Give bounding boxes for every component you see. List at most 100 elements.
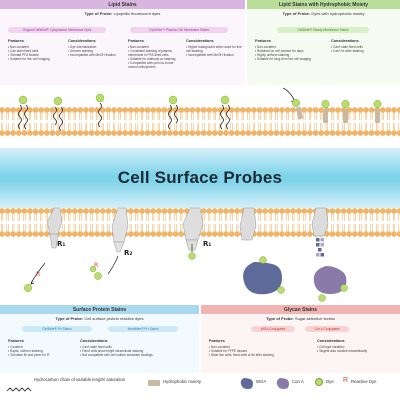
- lipid-head: [0, 208, 5, 214]
- lipid-tail: [258, 214, 261, 221]
- lipid-tail: [381, 113, 384, 120]
- lipid-head: [223, 130, 229, 136]
- lipid-tail: [135, 224, 138, 231]
- lipid-tail: [398, 224, 400, 231]
- lipid-head: [212, 208, 218, 214]
- lipid-tail: [286, 224, 289, 231]
- lipid-tail: [252, 113, 256, 120]
- lipid-head: [32, 107, 39, 113]
- lipid-head: [72, 231, 78, 237]
- lipid-tail: [320, 113, 323, 120]
- r1-label: R₁: [57, 240, 65, 248]
- lipid-head: [380, 231, 386, 237]
- lipid-head: [391, 130, 397, 136]
- lipid-tail: [140, 123, 144, 130]
- lipid-tail: [0, 123, 4, 130]
- lipid-head: [307, 130, 313, 136]
- lipid-head: [301, 231, 308, 237]
- lipid-left-features-list: Non-covalent Can stain fixed cells Toler…: [8, 45, 64, 61]
- lipid-tail: [398, 123, 400, 130]
- surface-protein-title: Surface Protein Stains: [72, 306, 127, 313]
- lipid-tail: [45, 214, 48, 221]
- lipid-tail: [230, 123, 233, 130]
- lipid-tail: [45, 113, 48, 120]
- lipid-head: [44, 130, 50, 136]
- lipid-head: [290, 208, 296, 214]
- lipid-tail: [68, 123, 71, 130]
- lipid-tail: [96, 113, 99, 120]
- lipid-tail: [387, 123, 390, 130]
- dye-icon: [315, 378, 323, 386]
- lipid-tail: [359, 224, 362, 231]
- lipid-tail: [269, 113, 272, 120]
- lipid-tail: [174, 123, 177, 130]
- lipid-head: [268, 231, 274, 237]
- lipid-right-considerations-heading: Considerations: [186, 39, 214, 43]
- lipid-tail: [247, 113, 250, 120]
- lipid-head: [100, 231, 106, 237]
- lipid-head: [380, 130, 386, 136]
- lipid-tail: [96, 123, 99, 130]
- lipid-tail: [359, 214, 362, 221]
- membrite-fix-pill: MemBrite® Fix Stains: [108, 326, 178, 332]
- dye-icon: [94, 272, 102, 280]
- lipid-tail: [258, 123, 261, 130]
- lipid-tail: [348, 224, 351, 231]
- lipid-tail: [118, 113, 121, 120]
- lipid-tail: [364, 224, 368, 231]
- lipid-tail: [241, 123, 244, 130]
- lipid-head: [172, 130, 179, 136]
- lipid-tail: [336, 123, 340, 130]
- glycosylated-protein: [311, 207, 329, 257]
- lipid-head: [128, 107, 134, 113]
- lipid-head: [279, 130, 285, 136]
- legend-dye-label: Dye: [326, 379, 334, 384]
- lipid-tail: [23, 224, 26, 231]
- lipid-head: [150, 107, 156, 113]
- lipid-tail: [17, 214, 20, 221]
- lipid-tail: [381, 224, 384, 231]
- lipid-head: [144, 107, 151, 113]
- lipid-tail: [336, 214, 340, 221]
- lipid-tail: [359, 123, 362, 130]
- lipid-head: [88, 208, 95, 214]
- lipid-stains-header: Lipid Stains: [0, 0, 245, 9]
- lipid-head: [161, 208, 168, 214]
- lipid-head: [262, 107, 268, 113]
- lipid-head: [284, 107, 291, 113]
- lipid-head: [284, 231, 291, 237]
- lipid-head: [329, 231, 336, 237]
- glycan-header: Glycan Stains: [201, 305, 400, 314]
- reactive-dye-reaction: R₂ R: [89, 249, 132, 280]
- lipid-head: [346, 231, 352, 237]
- lipid-head: [172, 231, 179, 237]
- lipid-head: [206, 107, 212, 113]
- lipid-head: [352, 130, 358, 136]
- lipid-head: [301, 130, 308, 136]
- lipid-tail: [17, 224, 20, 231]
- lipid-head: [60, 208, 67, 214]
- lipid-tail: [28, 214, 32, 221]
- dye-icon: [188, 252, 196, 260]
- legend-moiety-label: Hydrophobic moiety: [163, 379, 201, 384]
- lipid-head: [0, 107, 5, 113]
- lipid-head: [357, 130, 364, 136]
- lipid-head: [111, 107, 117, 113]
- lipid-tail: [308, 214, 312, 221]
- lipid-tail: [107, 123, 110, 130]
- lipid-head: [312, 107, 319, 113]
- hydrophobic-moiety-icon: [148, 380, 160, 386]
- lipid-head: [10, 231, 16, 237]
- lipid-head: [184, 130, 190, 136]
- lipid-tail: [202, 224, 205, 231]
- hydrophobic-moiety-probe: [373, 99, 382, 123]
- lipid-tail: [353, 123, 356, 130]
- lower-membrane-diagram: R₁ R R₂ R R₁: [0, 207, 400, 302]
- lipid-tail: [0, 214, 4, 221]
- lipid-head: [88, 107, 95, 113]
- lipid-head: [161, 107, 168, 113]
- lipid-tail: [40, 224, 43, 231]
- dye-icon: [168, 95, 178, 105]
- lipid-tail: [286, 123, 289, 130]
- lipid-tail: [90, 123, 93, 130]
